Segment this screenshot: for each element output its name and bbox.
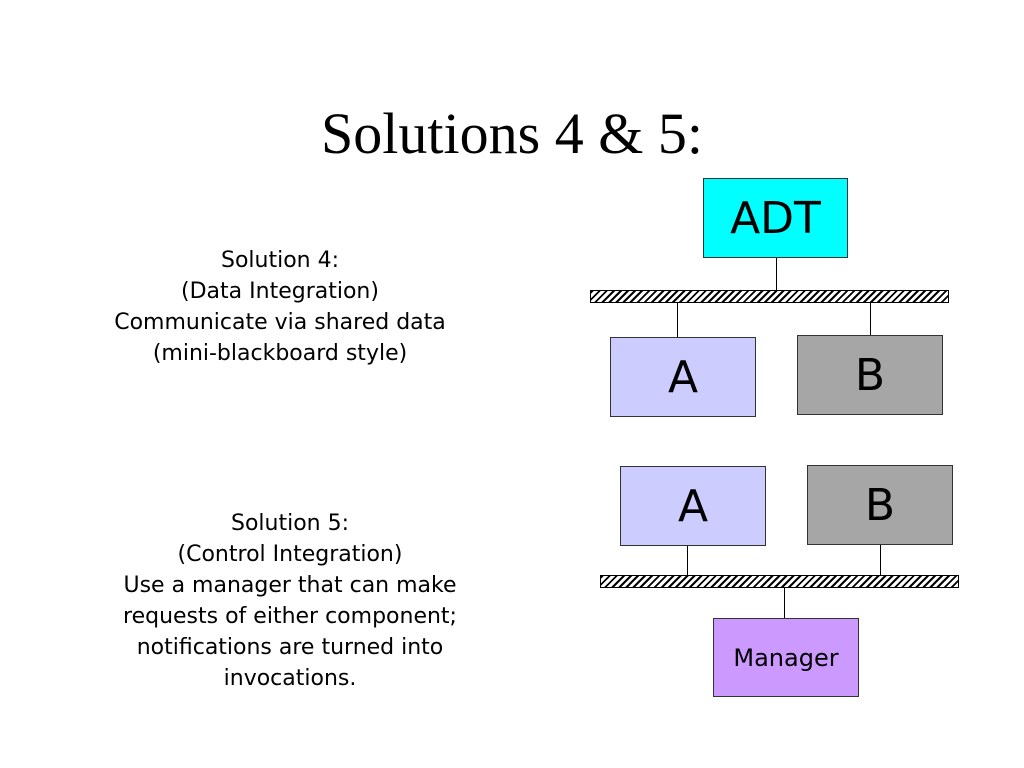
- solution-5-text-line: notifications are turned into: [136, 635, 444, 660]
- component-b-box: B: [797, 335, 943, 415]
- manager-box: Manager: [713, 618, 859, 697]
- slide-title: Solutions 4 & 5:: [321, 101, 703, 166]
- solution-4-text-line: (mini-blackboard style): [152, 341, 408, 366]
- solution-5-description: Solution 5: (Control Integration) Use a …: [60, 508, 520, 694]
- connector-line: [677, 303, 678, 337]
- connector-line: [687, 546, 688, 575]
- solution-4-heading: Solution 4:: [220, 248, 340, 273]
- shared-data-bus: [590, 290, 949, 303]
- solution-5-subtitle: (Control Integration): [177, 542, 403, 567]
- component-a-box: A: [620, 466, 766, 546]
- connector-line: [870, 303, 871, 335]
- adt-box: ADT: [703, 178, 848, 258]
- component-a-box: A: [610, 337, 756, 417]
- connector-line: [880, 545, 881, 575]
- solution-4-text-line: Communicate via shared data: [114, 310, 446, 335]
- solution-4-subtitle: (Data Integration): [181, 279, 379, 304]
- component-b-box: B: [807, 465, 953, 545]
- connector-line: [784, 588, 785, 618]
- solution-5-heading: Solution 5:: [230, 511, 350, 536]
- solution-5-text-line: Use a manager that can make: [123, 573, 457, 598]
- control-bus: [600, 575, 959, 588]
- solution-5-text-line: requests of either component;: [123, 604, 457, 629]
- solution-4-description: Solution 4: (Data Integration) Communica…: [60, 245, 500, 369]
- solution-5-text-line: invocations.: [223, 666, 357, 691]
- connector-line: [776, 258, 777, 290]
